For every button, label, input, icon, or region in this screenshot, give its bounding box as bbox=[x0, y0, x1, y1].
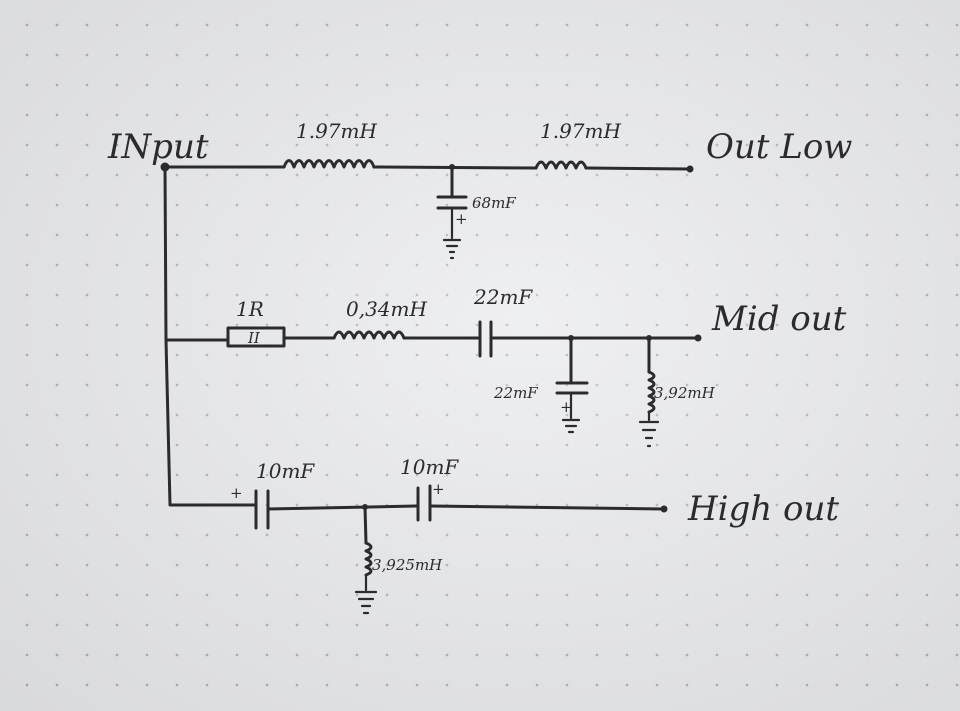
mid-out-label: Mid out bbox=[711, 299, 847, 339]
high-out-terminal bbox=[660, 505, 668, 513]
labels: INput Out Low Mid out High out 1.97mH 1.… bbox=[107, 119, 852, 574]
mid-c-series-value: 22mF bbox=[473, 285, 533, 309]
input-vertical-wire bbox=[163, 165, 234, 507]
mid-c-shunt-plus: + bbox=[560, 398, 573, 416]
low-c-plus: + bbox=[455, 210, 468, 228]
low-inductor-1 bbox=[282, 159, 376, 169]
out-low-terminal bbox=[686, 165, 694, 173]
mid-l-value: 0,34mH bbox=[346, 297, 427, 321]
low-l1-value: 1.97mH bbox=[296, 119, 377, 143]
high-c2-value: 10mF bbox=[400, 455, 459, 479]
mid-l-shunt-value: 3,92mH bbox=[654, 384, 716, 402]
low-wire-2 bbox=[372, 165, 538, 170]
low-c-value: 68mF bbox=[472, 194, 516, 212]
high-shunt-wire bbox=[363, 505, 368, 545]
mid-c-shunt-value: 22mF bbox=[493, 384, 538, 402]
mid-branch bbox=[164, 320, 702, 448]
input-label: INput bbox=[107, 127, 209, 167]
mid-l-ground-icon bbox=[638, 420, 660, 448]
high-wire-2 bbox=[266, 504, 418, 511]
low-ground-icon bbox=[442, 238, 462, 260]
low-l2-value: 1.97mH bbox=[540, 119, 621, 143]
high-l-shunt-value: 3,925mH bbox=[372, 556, 443, 574]
high-c1-value: 10mF bbox=[256, 459, 315, 483]
mid-r-value: 1R bbox=[236, 297, 264, 321]
mid-inductor bbox=[332, 330, 406, 340]
out-low-label: Out Low bbox=[706, 127, 852, 167]
mid-shunt-inductor bbox=[647, 370, 656, 414]
low-pass-branch bbox=[163, 159, 694, 260]
high-out-label: High out bbox=[687, 489, 839, 529]
input-bus bbox=[160, 162, 234, 507]
high-shunt-inductor bbox=[364, 541, 373, 577]
high-c1-plus: + bbox=[230, 484, 243, 502]
low-inductor-2 bbox=[534, 160, 588, 170]
high-ground-icon bbox=[354, 590, 378, 615]
low-wire-3 bbox=[584, 166, 692, 171]
high-branch bbox=[230, 484, 668, 615]
high-wire-3 bbox=[428, 504, 664, 511]
mid-r-mark: II bbox=[247, 329, 261, 347]
high-c2-plus: + bbox=[432, 480, 445, 498]
mid-out-terminal bbox=[694, 334, 702, 342]
mid-cap-ground-icon bbox=[561, 418, 581, 434]
